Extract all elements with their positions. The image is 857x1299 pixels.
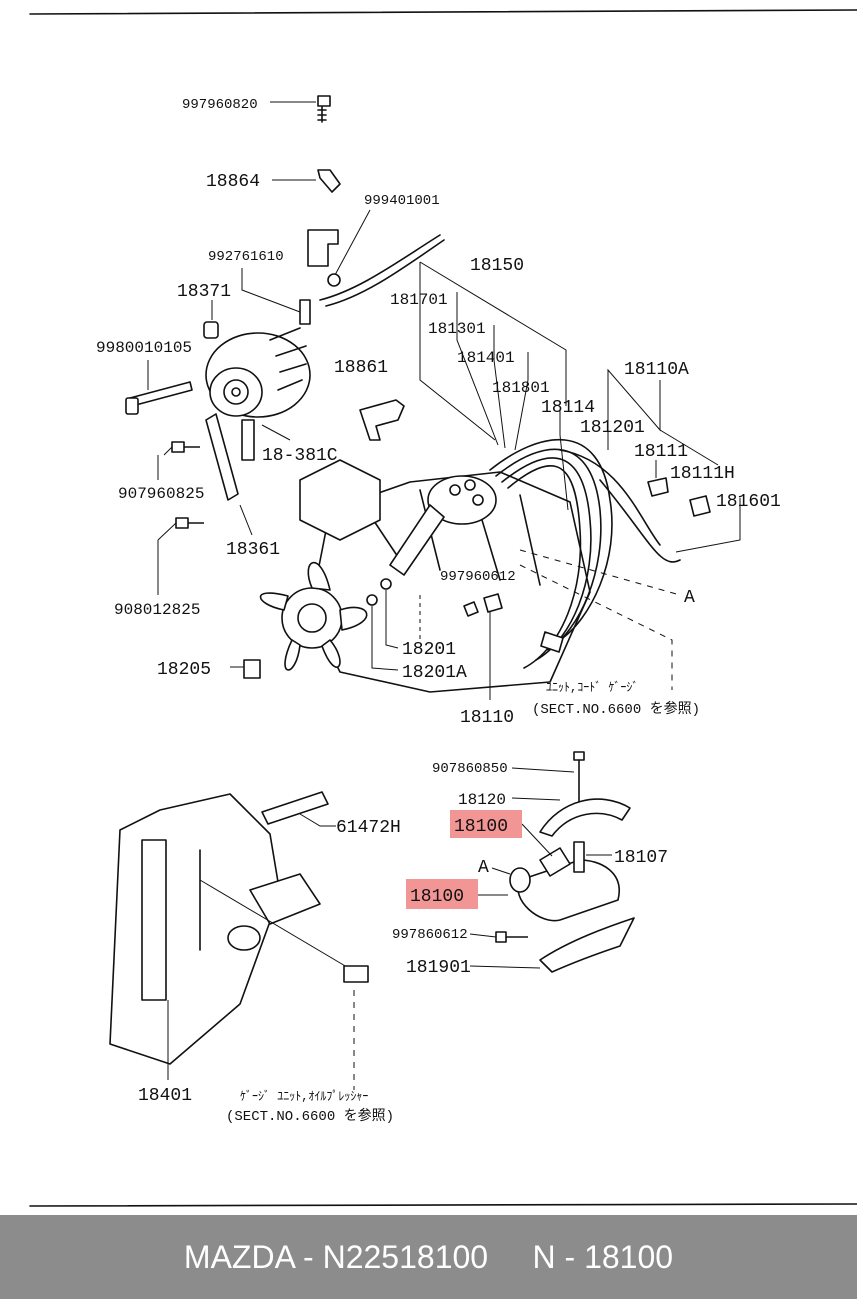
label-18361: 18361 xyxy=(226,540,280,560)
upper-assembly-drawing xyxy=(125,95,741,700)
label-908012825: 908012825 xyxy=(114,601,200,619)
label-A-top: A xyxy=(684,588,695,608)
label-997860612: 997860612 xyxy=(392,927,468,943)
label-999401001: 999401001 xyxy=(364,193,440,209)
label-18110: 18110 xyxy=(460,708,514,728)
label-18100-lower: 18100 xyxy=(410,887,464,907)
label-18120: 18120 xyxy=(458,791,506,809)
label-18100-upper: 18100 xyxy=(454,817,508,837)
label-181201: 181201 xyxy=(580,418,645,438)
label-18861: 18861 xyxy=(334,358,388,378)
part-labels: 997960820 18864 999401001 992761610 1815… xyxy=(96,97,781,1125)
label-note1-sect: (SECT.NO.6600 を参照) xyxy=(532,700,700,718)
label-992761610: 992761610 xyxy=(208,249,284,265)
label-18111: 18111 xyxy=(634,442,688,462)
label-note1-jp: ﾕﾆｯﾄ,ｺｰﾄﾞ ｹﾞｰｼﾞ xyxy=(546,680,638,695)
label-997960820: 997960820 xyxy=(182,97,258,113)
label-A-bottom: A xyxy=(478,858,489,878)
label-18864: 18864 xyxy=(206,172,260,192)
label-181601: 181601 xyxy=(716,492,781,512)
label-997960612: 997960612 xyxy=(440,569,516,585)
label-18371: 18371 xyxy=(177,282,231,302)
label-181901: 181901 xyxy=(406,958,471,978)
bottom-border-line xyxy=(29,1203,857,1207)
lower-assembly-drawing xyxy=(109,751,635,1090)
label-18111H: 18111H xyxy=(670,464,735,484)
label-18107: 18107 xyxy=(614,848,668,868)
highlight-box-18100-upper xyxy=(450,810,522,838)
label-907860850: 907860850 xyxy=(432,761,508,777)
label-18205: 18205 xyxy=(157,660,211,680)
label-18-381C: 18-381C xyxy=(262,446,338,466)
parts-diagram: 997960820 18864 999401001 992761610 1815… xyxy=(29,9,857,1207)
label-61472H: 61472H xyxy=(336,818,401,838)
label-18201: 18201 xyxy=(402,640,456,660)
highlight-box-18100-lower xyxy=(406,879,478,909)
label-181301: 181301 xyxy=(428,320,486,338)
label-181801: 181801 xyxy=(492,379,550,397)
footer-part-number-text: MAZDA - N22518100 N - 18100 xyxy=(183,1238,674,1275)
label-18110A: 18110A xyxy=(624,360,689,380)
footer-bar: MAZDA - N22518100 N - 18100 xyxy=(0,1215,857,1299)
label-note2-sect: (SECT.NO.6600 を参照) xyxy=(226,1107,394,1125)
label-907960825: 907960825 xyxy=(118,485,204,503)
label-9980010105: 9980010105 xyxy=(96,339,192,357)
label-18201A: 18201A xyxy=(402,663,467,683)
label-181701: 181701 xyxy=(390,291,448,309)
label-18114: 18114 xyxy=(541,398,595,418)
top-border-line xyxy=(29,9,857,15)
label-note2-jp: ｹﾞｰｼﾞ ﾕﾆｯﾄ,ｵｲﾙﾌﾟﾚｯｼｬｰ xyxy=(240,1089,368,1104)
label-181401: 181401 xyxy=(457,349,515,367)
label-18401: 18401 xyxy=(138,1086,192,1106)
label-18150: 18150 xyxy=(470,256,524,276)
